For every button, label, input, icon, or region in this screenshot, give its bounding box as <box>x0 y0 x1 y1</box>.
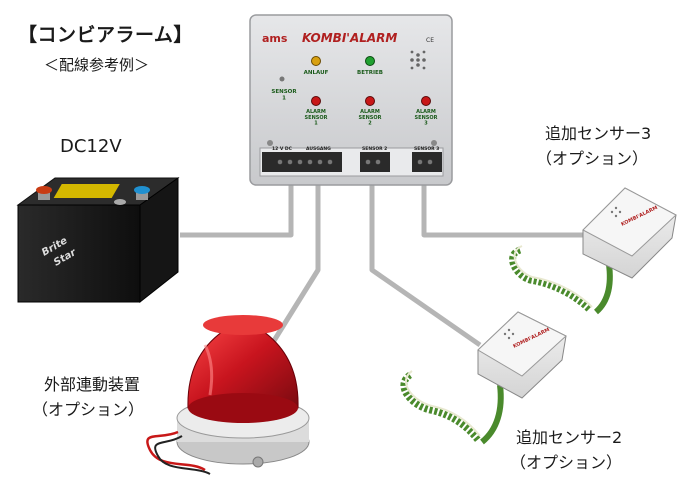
buzzer-grille <box>410 50 426 70</box>
battery-terminal-negative <box>36 186 52 200</box>
external-device-option-label: （オプション） <box>32 400 145 419</box>
sensor2-label: 追加センサー2 <box>516 428 623 447</box>
terminal-power-label: 12 V DC <box>272 146 293 152</box>
led-anlauf-label: ANLAUF <box>304 70 329 76</box>
sensor3-module: KOMBI'ALARM <box>509 187 677 315</box>
wire-sensor2 <box>369 168 482 348</box>
external-device-label: 外部連動装置 <box>44 375 141 394</box>
led-anlauf: ANLAUF <box>304 56 329 76</box>
sensor3-option-label: （オプション） <box>536 149 649 168</box>
led-betrieb-label: BETRIEB <box>357 70 383 76</box>
page-title: 【コンビアラーム】 <box>18 24 193 46</box>
battery-terminal-positive <box>134 186 150 200</box>
strobe-light <box>146 315 310 475</box>
terminal-screws <box>277 159 433 165</box>
controller-maker: ams <box>262 32 288 45</box>
battery: Brite Star <box>16 177 180 304</box>
sensor3-label: 追加センサー3 <box>545 124 652 143</box>
battery-label: DC12V <box>60 136 122 157</box>
wire-external-device <box>259 168 321 362</box>
controller-unit: ams KOMBI'ALARM CE ANLAUF BETRIEB SENSOR… <box>249 14 453 186</box>
terminal-output-label: AUSGANG <box>306 146 331 152</box>
wire-battery <box>180 168 294 238</box>
led-betrieb: BETRIEB <box>357 56 383 76</box>
ce-mark: CE <box>426 37 434 44</box>
sensor2-option-label: （オプション） <box>510 453 623 472</box>
terminal-sensor2-label: SENSOR 2 <box>362 146 387 152</box>
terminal-sensor3-label: SENSOR 3 <box>414 146 439 152</box>
page-subtitle: ＜配線参考例＞ <box>44 56 150 74</box>
wiring-lines <box>180 168 583 362</box>
controller-product: KOMBI'ALARM <box>302 31 397 45</box>
sensor2-module: KOMBI'ALARM <box>400 311 567 445</box>
wire-sensor3 <box>421 168 583 238</box>
